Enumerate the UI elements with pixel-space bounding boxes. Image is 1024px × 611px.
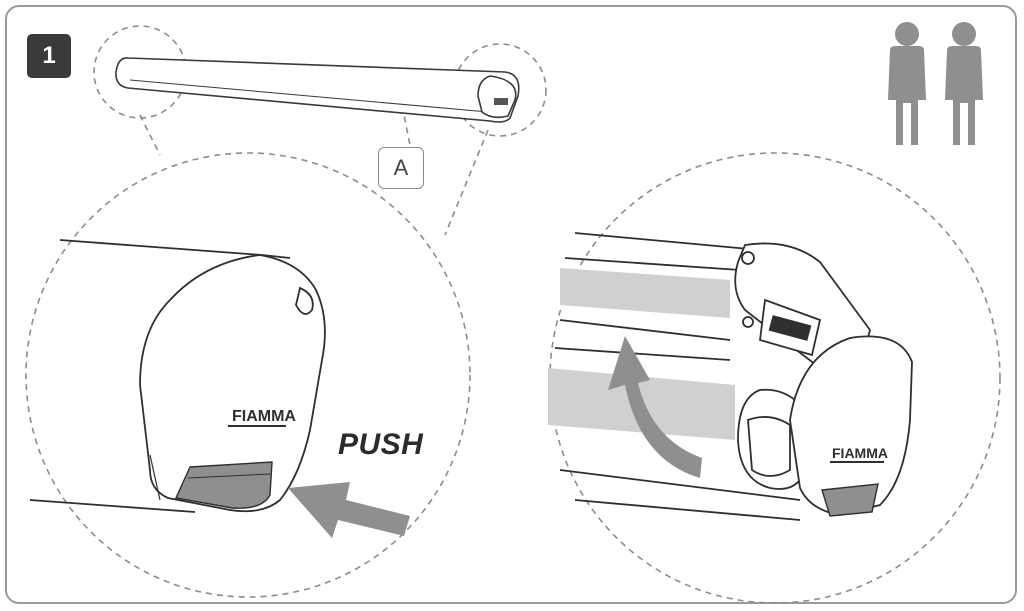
- push-instruction-label: PUSH: [338, 428, 424, 461]
- callout-label-a: A: [378, 147, 424, 189]
- rotate-arrow: [608, 336, 702, 478]
- end-cap-closed: [29, 239, 326, 513]
- svg-text:FIAMMA: FIAMMA: [832, 445, 888, 461]
- fiamma-logo-left: FIAMMA: [228, 408, 296, 427]
- svg-text:FIAMMA: FIAMMA: [232, 408, 296, 425]
- fiamma-logo-right: FIAMMA: [830, 445, 888, 463]
- end-cap-opened: [548, 232, 913, 521]
- push-tab: [174, 461, 273, 509]
- awning-overview: [115, 57, 520, 123]
- push-arrow: [288, 482, 410, 538]
- two-person-icon: [888, 22, 983, 145]
- step-number-badge: 1: [27, 34, 71, 78]
- detail-circle-large-left: [25, 152, 471, 598]
- leader-lines: [139, 94, 489, 236]
